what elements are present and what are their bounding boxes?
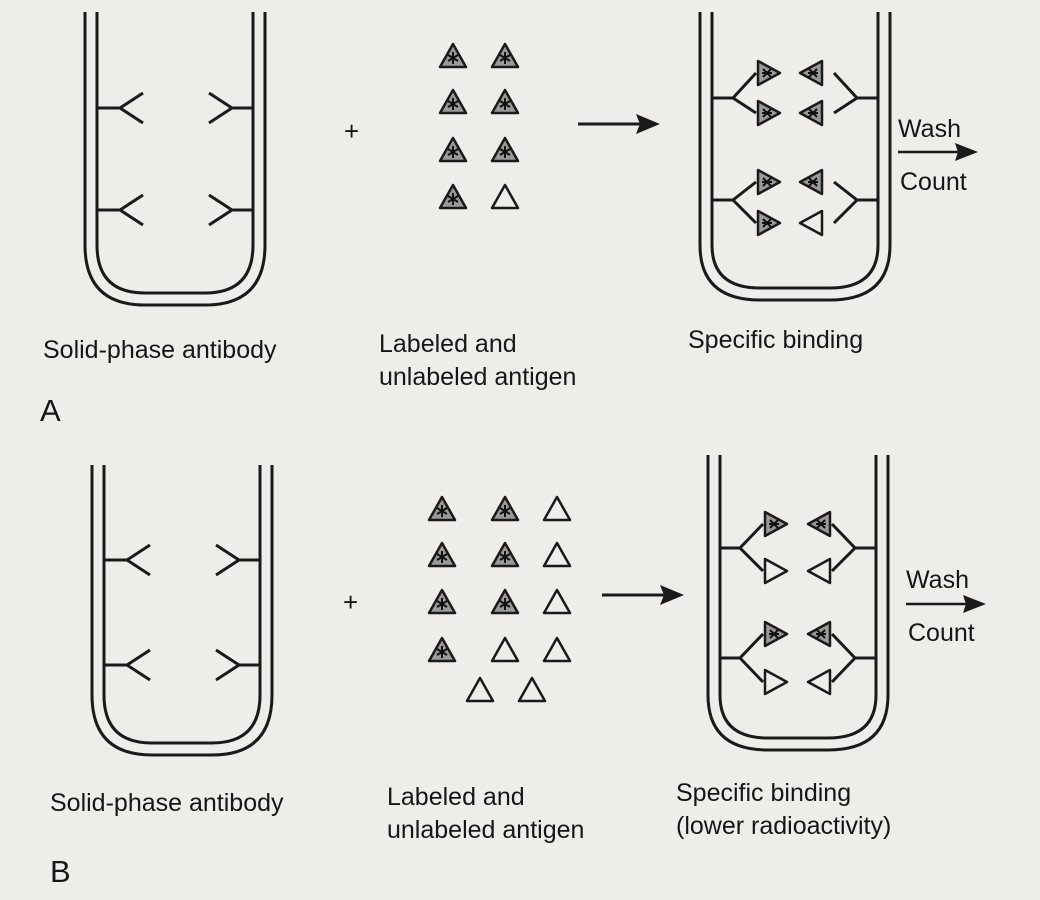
- tube-b-right-inner: [718, 455, 878, 740]
- labeled-antigen-icon: [490, 42, 520, 69]
- unlabeled-antigen-icon: [542, 636, 572, 663]
- labeled-antigen-icon: [763, 620, 789, 648]
- labeled-antigen-icon: [763, 510, 789, 538]
- left-label-a: Solid-phase antibody: [43, 336, 277, 364]
- right-label-a: Specific binding: [688, 326, 863, 354]
- plus-sign-a: +: [344, 116, 359, 146]
- tube-b-left-inner: [102, 465, 262, 745]
- right-label-b-line2: (lower radioactivity): [676, 812, 891, 840]
- left-label-b: Solid-phase antibody: [50, 789, 284, 817]
- wash-label-a: Wash: [898, 115, 961, 143]
- unlabeled-antigen-icon: [763, 557, 789, 585]
- unlabeled-antigen-icon: [806, 557, 832, 585]
- middle-label-b-line2: unlabeled antigen: [387, 816, 584, 844]
- unlabeled-antigen-icon: [490, 183, 520, 210]
- labeled-antigen-icon: [490, 88, 520, 115]
- unlabeled-antigen-icon: [517, 676, 547, 703]
- unlabeled-antigen-icon: [798, 209, 824, 237]
- wash-label-b: Wash: [906, 566, 969, 594]
- unlabeled-antigen-icon: [806, 668, 832, 696]
- labeled-antigen-icon: [806, 620, 832, 648]
- panel-a: +: [40, 12, 978, 428]
- antibody-icon: [720, 522, 876, 684]
- labeled-antigen-icon: [427, 495, 457, 522]
- unlabeled-antigen-icon: [542, 588, 572, 615]
- bound-complex-group-a: [712, 59, 878, 237]
- panel-b: +: [50, 455, 986, 889]
- unlabeled-antigen-icon: [542, 495, 572, 522]
- antibody-icon: [712, 71, 878, 225]
- tube-b-left-outer: [90, 465, 274, 757]
- labeled-antigen-icon: [798, 59, 824, 87]
- middle-label-a-line1: Labeled and: [379, 330, 517, 358]
- tube-b-right-outer: [706, 455, 890, 752]
- antibody-icon: [104, 543, 260, 682]
- labeled-antigen-icon: [756, 209, 782, 237]
- middle-label-a-line2: unlabeled antigen: [379, 363, 576, 391]
- unlabeled-antigen-icon: [465, 676, 495, 703]
- reaction-arrow-b: [602, 585, 684, 605]
- labeled-antigen-icon: [438, 136, 468, 163]
- bound-complex-group-b: [720, 510, 876, 696]
- labeled-antigen-icon: [798, 168, 824, 196]
- antigen-group-a: [438, 42, 520, 210]
- tube-a-right-outer: [698, 12, 892, 302]
- antibody-icon: [97, 91, 253, 227]
- right-label-b-line1: Specific binding: [676, 779, 851, 807]
- labeled-antigen-icon: [756, 168, 782, 196]
- labeled-antigen-icon: [798, 99, 824, 127]
- labeled-antigen-icon: [806, 510, 832, 538]
- tube-a-left-outer: [83, 12, 267, 307]
- unlabeled-antigen-icon: [490, 636, 520, 663]
- labeled-antigen-icon: [438, 42, 468, 69]
- tube-a-right-inner: [710, 12, 880, 290]
- labeled-antigen-icon: [438, 88, 468, 115]
- middle-label-b-line1: Labeled and: [387, 783, 525, 811]
- labeled-antigen-icon: [756, 99, 782, 127]
- antigen-group-b: [427, 495, 572, 703]
- reaction-arrow-a: [578, 114, 660, 134]
- labeled-antigen-icon: [427, 636, 457, 663]
- unlabeled-antigen-icon: [763, 668, 789, 696]
- labeled-antigen-icon: [427, 588, 457, 615]
- labeled-antigen-icon: [427, 541, 457, 568]
- labeled-antigen-icon: [756, 59, 782, 87]
- count-label-a: Count: [900, 168, 967, 196]
- panel-letter-b: B: [50, 854, 71, 889]
- count-label-b: Count: [908, 619, 975, 647]
- labeled-antigen-icon: [490, 541, 520, 568]
- labeled-antigen-icon: [490, 588, 520, 615]
- wash-arrow-b: [906, 595, 986, 613]
- plus-sign-b: +: [343, 587, 358, 617]
- labeled-antigen-icon: [490, 495, 520, 522]
- tube-a-left-inner: [95, 12, 255, 295]
- wash-arrow-a: [898, 143, 978, 161]
- unlabeled-antigen-icon: [542, 541, 572, 568]
- panel-letter-a: A: [40, 393, 61, 428]
- labeled-antigen-icon: [490, 136, 520, 163]
- labeled-antigen-icon: [438, 183, 468, 210]
